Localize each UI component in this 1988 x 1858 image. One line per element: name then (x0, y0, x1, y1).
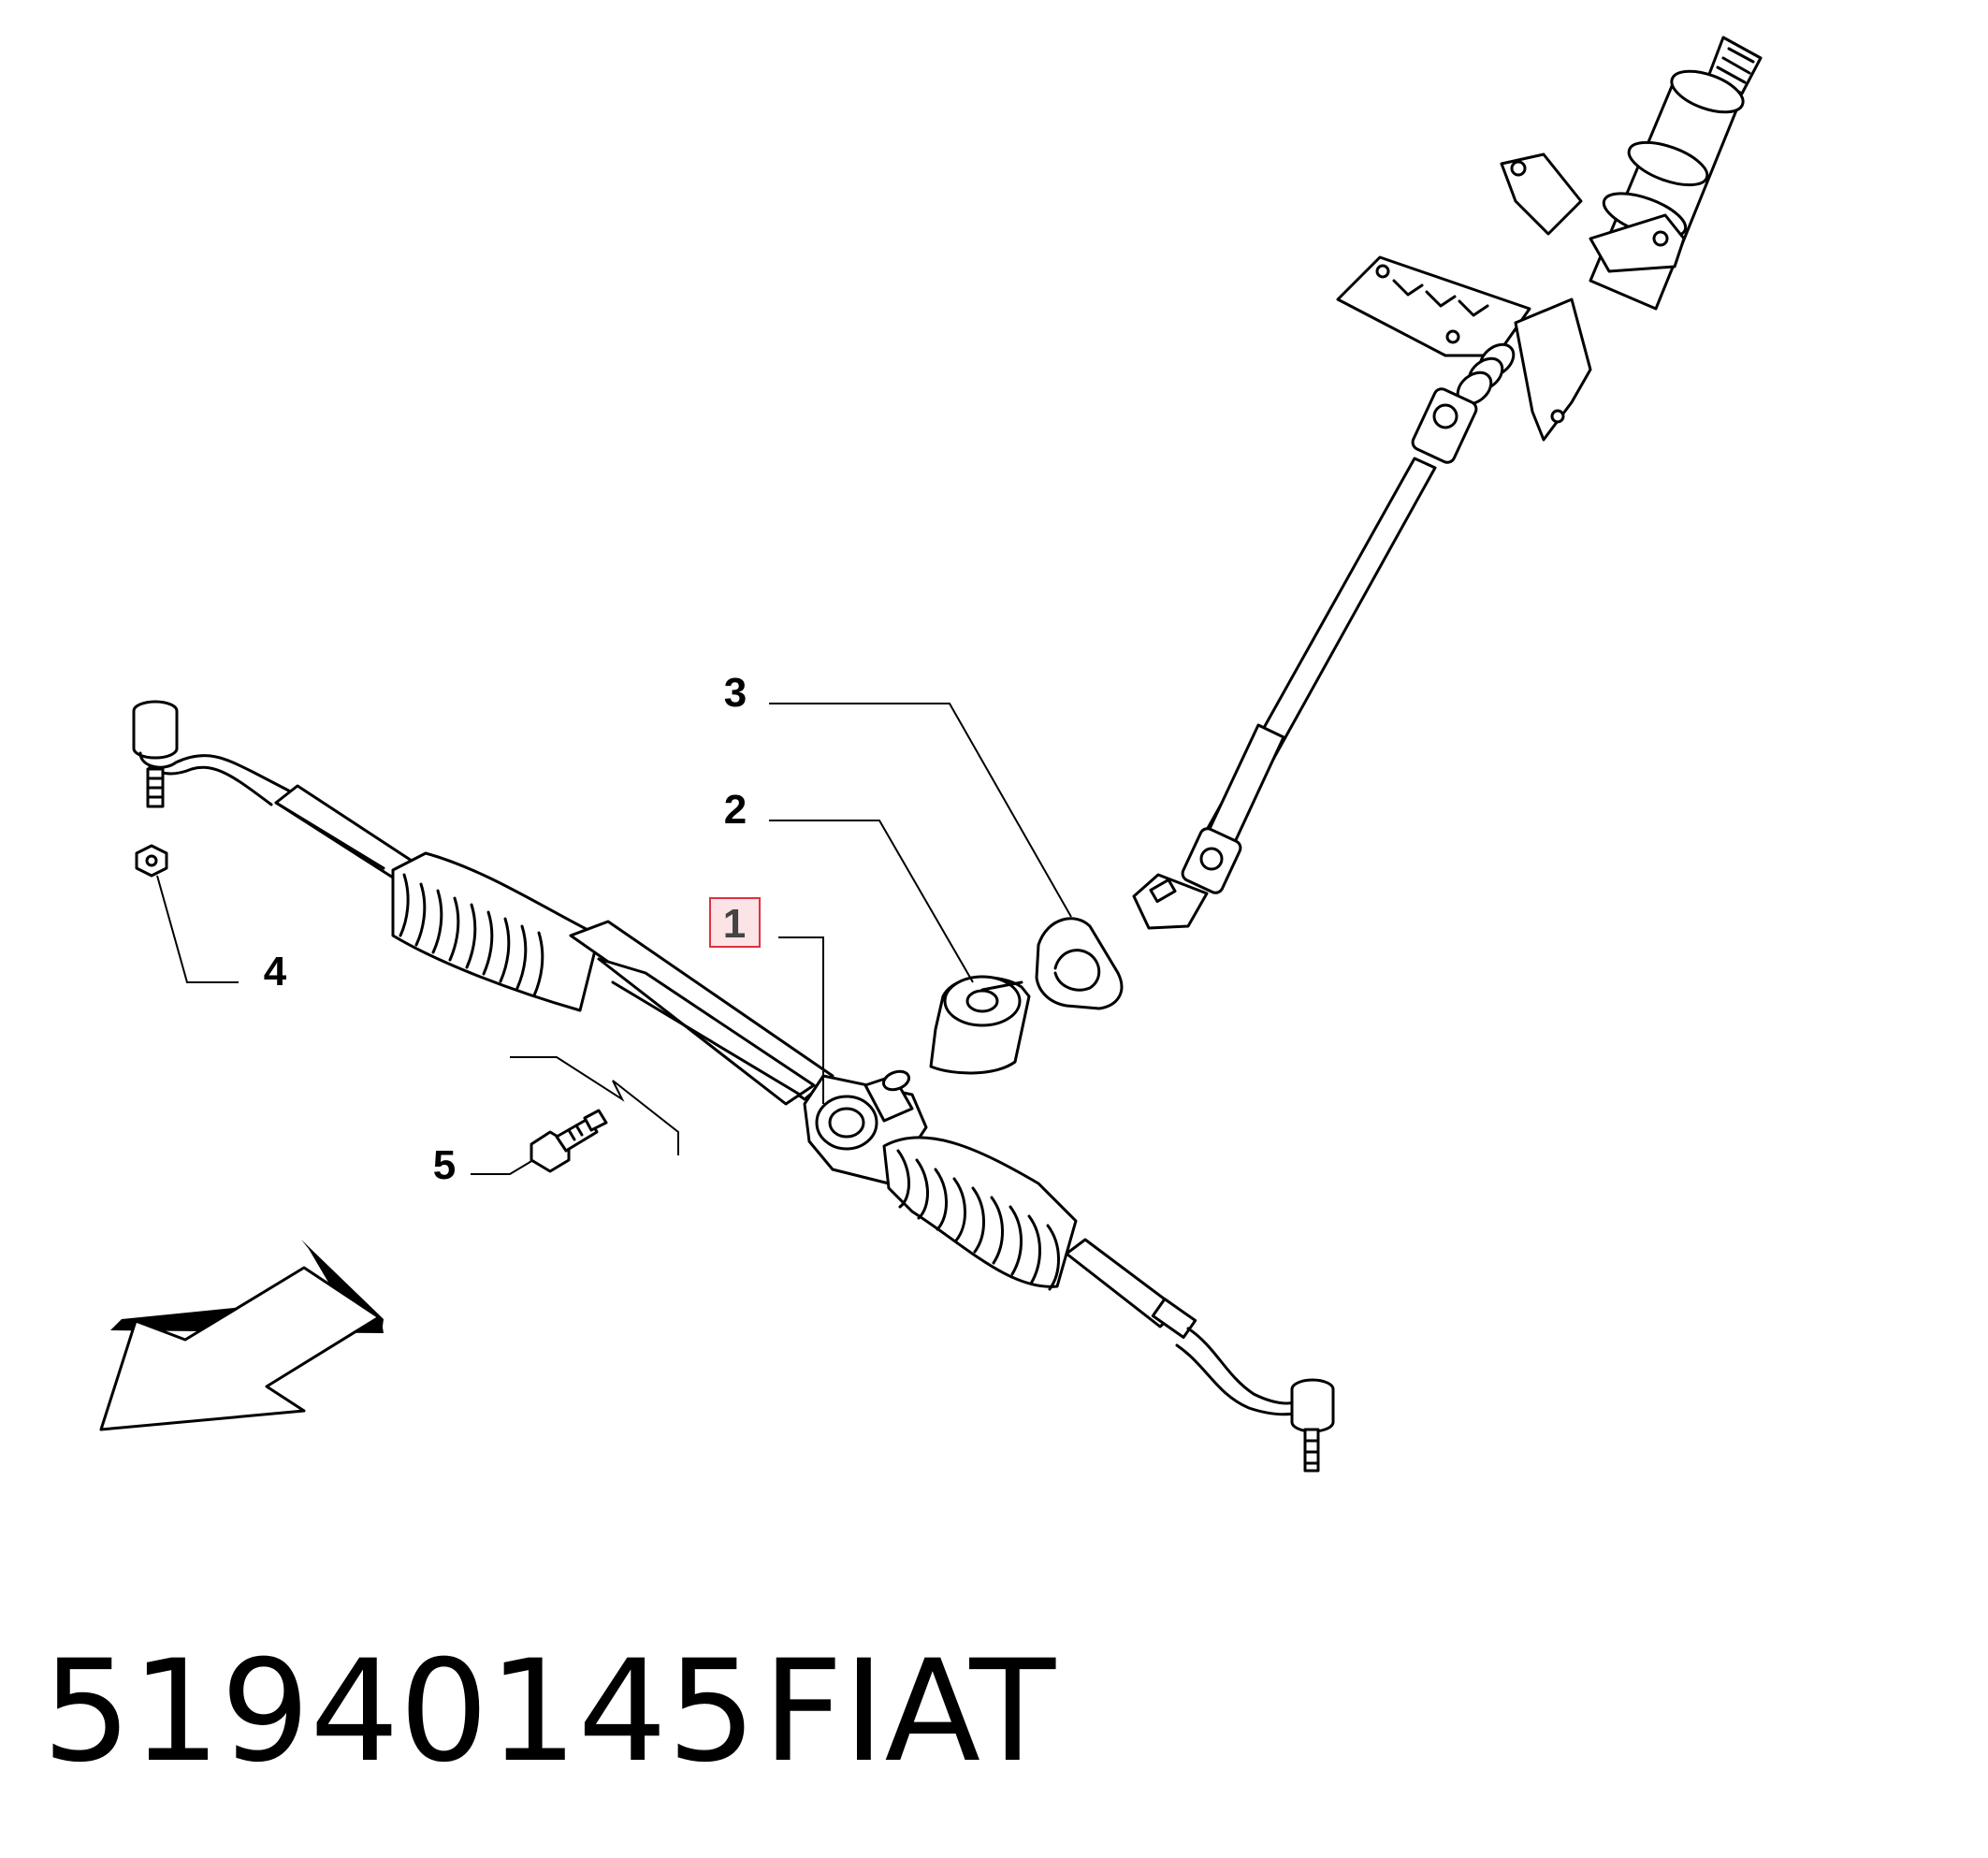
subframe-reference-line (510, 1056, 679, 1155)
leader-line-2 (769, 820, 974, 983)
right-tie-rod-end (1290, 1378, 1335, 1473)
leader-line-5 (471, 1159, 534, 1175)
callout-1-highlight-box (709, 897, 761, 948)
steering-rack (132, 700, 1335, 1473)
left-bellows (391, 851, 601, 1012)
callout-5[interactable]: 5 (433, 1142, 456, 1188)
callout-2[interactable]: 2 (724, 787, 747, 833)
leader-line-3 (769, 703, 1072, 918)
pinion-boot (929, 975, 1031, 1075)
leader-line-4 (156, 875, 239, 983)
brand-name: FIAT (762, 1631, 1056, 1793)
direction-arrow (99, 1240, 384, 1431)
callout-1[interactable]: 1 (723, 901, 746, 947)
callout-4[interactable]: 4 (264, 949, 287, 994)
part-number: 51940145 (42, 1631, 757, 1793)
seal-plate (1035, 917, 1124, 1010)
left-tie-rod-end (132, 700, 299, 808)
leader-line-1 (778, 936, 824, 1104)
nut (135, 844, 168, 878)
steering-column (1132, 36, 1763, 930)
right-bellows (882, 1136, 1078, 1291)
mounting-bolt (530, 1109, 608, 1173)
callout-3[interactable]: 3 (724, 670, 747, 716)
